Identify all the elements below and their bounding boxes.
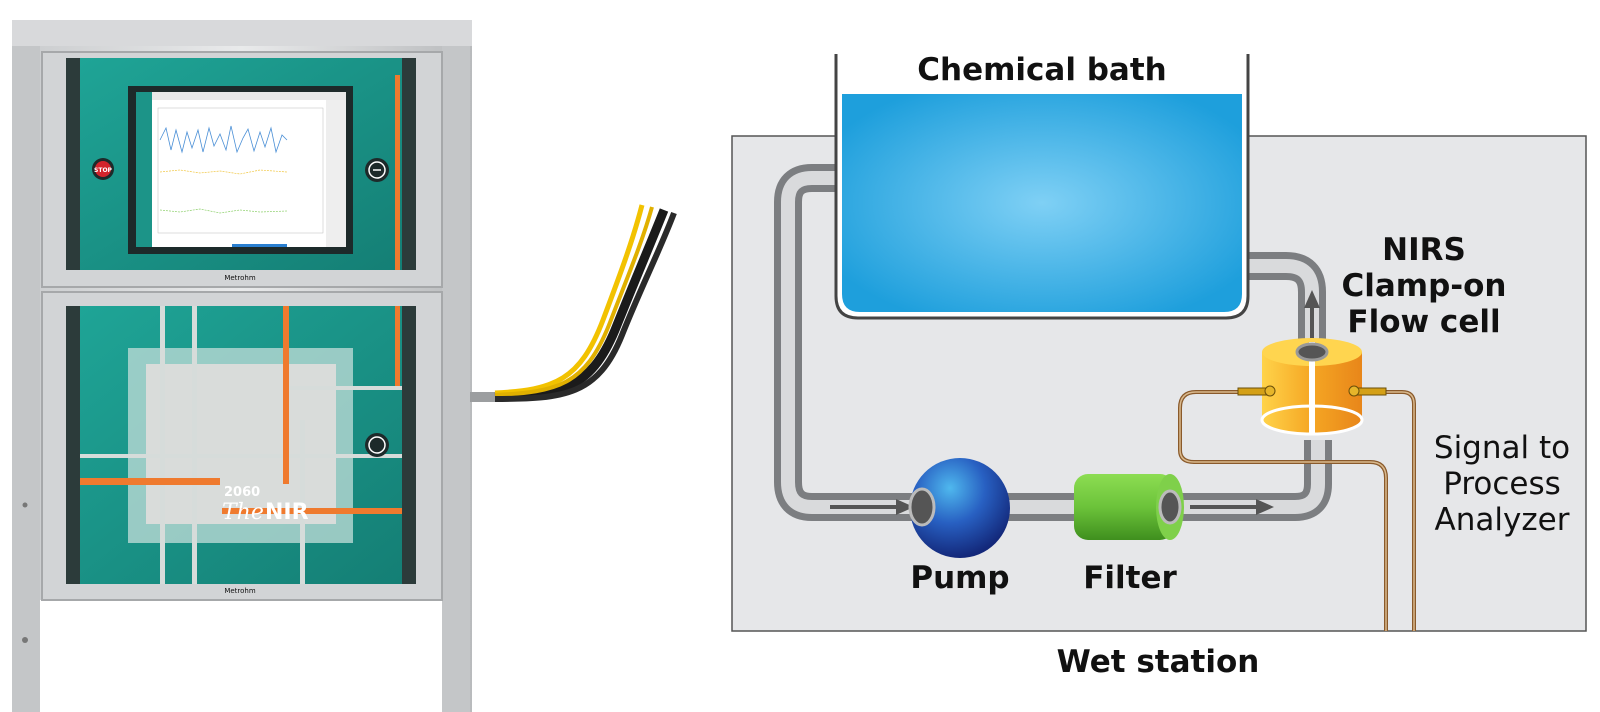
flow-arrow-icon [1190, 499, 1274, 515]
wet-station-label: Wet station [1057, 644, 1260, 680]
cabinet-screw [22, 637, 28, 643]
signal-label-line-2: Process [1443, 466, 1561, 502]
signal-cables [1178, 390, 1416, 631]
door-stripe [192, 306, 197, 584]
stop-button-label: STOP [94, 167, 113, 174]
door-orange-stripe [283, 306, 289, 484]
door-stripe [80, 454, 402, 458]
pump: Pump [908, 458, 1010, 596]
probe-connector-left [1237, 387, 1269, 396]
cable-gland [470, 392, 498, 402]
filter-outlet [1158, 489, 1182, 525]
nirs-label-line-2: Clamp-on [1341, 268, 1506, 304]
chemical-bath-label: Chemical bath [917, 52, 1166, 88]
filter-body [1074, 474, 1174, 540]
fiber-cables [470, 204, 677, 402]
screen-footer-tab [232, 244, 287, 247]
filter: Filter [1074, 474, 1184, 596]
door-orange-stripe [80, 478, 220, 485]
analyzer-cabinet: Metrohm STOP [12, 20, 472, 712]
signal-cable-right-inner [1362, 391, 1415, 631]
filter-label: Filter [1083, 560, 1177, 596]
nirs-label-line-1: NIRS [1382, 232, 1466, 268]
model-number: 2060 [224, 485, 260, 500]
door-stripe [290, 386, 402, 390]
pipe-filter-to-cell-highlight [1160, 440, 1325, 514]
lower-door-handle-icon [365, 433, 389, 457]
pipe-bath-to-pump-highlight [781, 171, 912, 514]
upper-brand-label: Metrohm [224, 274, 256, 282]
cabinet-top-rail [12, 20, 472, 46]
door-stripe [300, 420, 305, 584]
signal-cable-left-inner [1179, 391, 1387, 631]
probe-connector-left-nut [1264, 385, 1276, 397]
upper-door-right-strip [402, 58, 416, 270]
flow-cell-pipe-inlet [1297, 344, 1327, 360]
cabinet-screw [22, 502, 28, 508]
cable-black [494, 211, 677, 402]
upper-door-orange-bar [395, 75, 400, 270]
probe-connector-right-nut [1348, 385, 1360, 397]
screen-trace-green [159, 208, 288, 214]
nirs-label-line-3: Flow cell [1347, 304, 1500, 340]
screen-trace-yellow [159, 169, 288, 175]
pump-label: Pump [910, 560, 1009, 596]
flow-arrow-icon [830, 499, 914, 515]
cable-black [494, 208, 669, 402]
cabinet-left-post [12, 46, 40, 712]
pump-inlet [908, 487, 936, 527]
lower-brand-label: Metrohm [224, 587, 256, 595]
flow-cell-pipe-inlet-ring [1295, 342, 1329, 362]
signal-label-line-3: Analyzer [1435, 502, 1570, 538]
cable-yellow [494, 204, 645, 396]
cabinet-inner-white [40, 600, 442, 712]
probe-connector-right [1355, 387, 1387, 396]
signal-label-line-1: Signal to [1434, 430, 1570, 466]
screen-sidebar [136, 92, 152, 247]
pump-sphere [910, 458, 1010, 558]
lower-door-right-strip [402, 306, 416, 584]
door-stripe [160, 306, 165, 584]
product-name-bold: NIR [265, 500, 309, 525]
product-name-italic: The [222, 500, 264, 525]
cable-yellow [494, 206, 654, 397]
stop-button: STOP [92, 158, 114, 180]
flow-cell-clamp [1309, 342, 1315, 434]
touchscreen [128, 86, 353, 254]
signal-label: Signal to Process Analyzer [1434, 430, 1570, 538]
upper-door-handle-icon [365, 158, 389, 182]
screen-header [152, 92, 346, 100]
screen-right-panel [326, 100, 346, 247]
bath-liquid [842, 94, 1242, 312]
door-orange-stripe [395, 306, 400, 386]
nirs-flow-cell-label: NIRS Clamp-on Flow cell [1341, 232, 1506, 340]
nirs-flow-cell [1237, 338, 1387, 436]
door-orange-stripe [222, 508, 402, 514]
lower-door-left-strip [66, 306, 80, 584]
chemical-bath: Chemical bath [834, 52, 1250, 320]
upper-door-left-strip [66, 58, 80, 270]
screen-trace-blue [159, 125, 288, 154]
cabinet-right-post [442, 46, 470, 712]
